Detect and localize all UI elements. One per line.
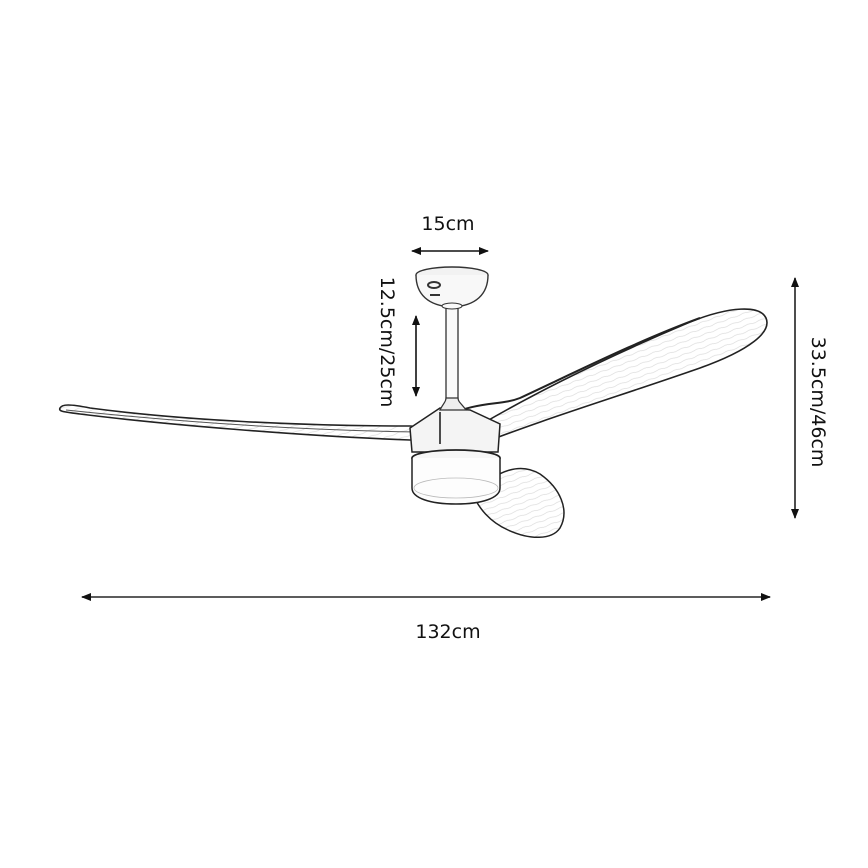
total-height-label: 33.5cm/46cm — [807, 336, 829, 468]
light-kit — [411, 449, 501, 505]
canopy — [415, 266, 489, 310]
blade-left — [58, 404, 441, 441]
downrod-length-label: 12.5cm/25cm — [376, 276, 398, 408]
blade-right — [439, 308, 768, 449]
motor-housing — [409, 407, 501, 453]
canopy-width-label: 15cm — [421, 213, 475, 235]
blade-span-label: 132cm — [415, 621, 481, 643]
downrod — [439, 305, 468, 411]
